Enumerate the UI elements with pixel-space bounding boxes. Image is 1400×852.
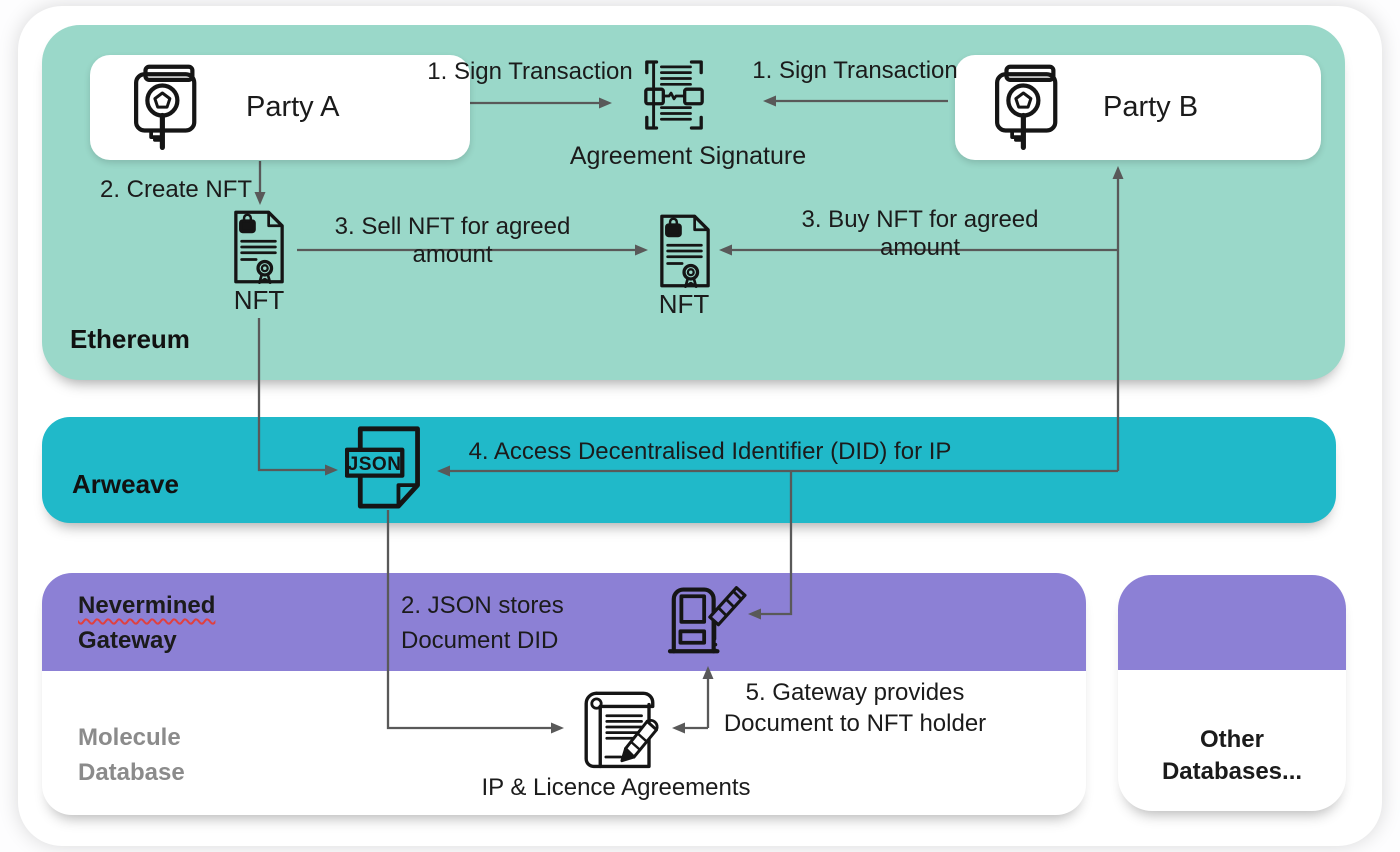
- other-db-line2: Databases...: [1161, 758, 1303, 785]
- ethereum-band-label: Ethereum: [70, 324, 190, 354]
- nevermined-title-line1: Nevermined: [78, 592, 216, 619]
- json-stores-line2: Document DID: [401, 627, 559, 654]
- party-b-box: Party B: [955, 55, 1321, 160]
- provides-line1: 5. Gateway provides: [745, 679, 965, 706]
- molecule-database-label: Molecule Database: [78, 720, 185, 790]
- json-stores-line1: 2. JSON stores: [401, 592, 564, 619]
- arweave-band-label: Arweave: [72, 469, 179, 499]
- nevermined-gateway-header: [42, 573, 1086, 671]
- arweave-band: [42, 417, 1336, 523]
- nft-left-label: NFT: [233, 285, 285, 315]
- other-databases-header: [1118, 575, 1346, 670]
- json-badge-text: JSON: [348, 454, 402, 475]
- agreement-signature-icon: [640, 59, 708, 131]
- sign-transaction-left-label: 1. Sign Transaction: [427, 58, 633, 85]
- wallet-key-icon: [130, 63, 206, 153]
- gateway-turnstile-icon: [666, 582, 748, 656]
- json-file-icon: JSON: [345, 424, 429, 510]
- sell-nft-label: 3. Sell NFT for agreed amount: [334, 213, 571, 268]
- ip-agreements-icon: [574, 682, 664, 772]
- agreement-signature-label: Agreement Signature: [569, 142, 807, 170]
- party-a-label: Party A: [246, 91, 340, 123]
- nft-right-label: NFT: [658, 289, 710, 319]
- molecule-line1: Molecule: [78, 724, 181, 751]
- nft-document-icon: [658, 212, 712, 290]
- party-b-label: Party B: [1103, 91, 1199, 123]
- gateway-provides-label: 5. Gateway provides Document to NFT hold…: [705, 677, 1005, 739]
- other-databases-label: Other Databases...: [1118, 724, 1346, 788]
- provides-line2: Document to NFT holder: [723, 710, 987, 737]
- wallet-key-icon: [991, 63, 1067, 153]
- molecule-line2: Database: [78, 759, 185, 786]
- other-db-line1: Other: [1199, 726, 1264, 753]
- nft-document-icon: [232, 208, 286, 286]
- create-nft-label: 2. Create NFT: [100, 176, 253, 203]
- party-a-box: Party A: [90, 55, 470, 160]
- nevermined-gateway-card: [42, 573, 1086, 815]
- ip-agreements-label: IP & Licence Agreements: [481, 774, 751, 801]
- sign-transaction-right-label: 1. Sign Transaction: [752, 57, 958, 84]
- buy-nft-label: 3. Buy NFT for agreed amount: [801, 206, 1039, 261]
- access-did-label: 4. Access Decentralised Identifier (DID)…: [468, 438, 952, 465]
- json-stores-label: 2. JSON stores Document DID: [401, 588, 564, 658]
- other-databases-card: [1118, 575, 1346, 811]
- nevermined-title-line2: Gateway: [78, 627, 177, 654]
- nevermined-gateway-title: Nevermined Gateway: [78, 588, 215, 658]
